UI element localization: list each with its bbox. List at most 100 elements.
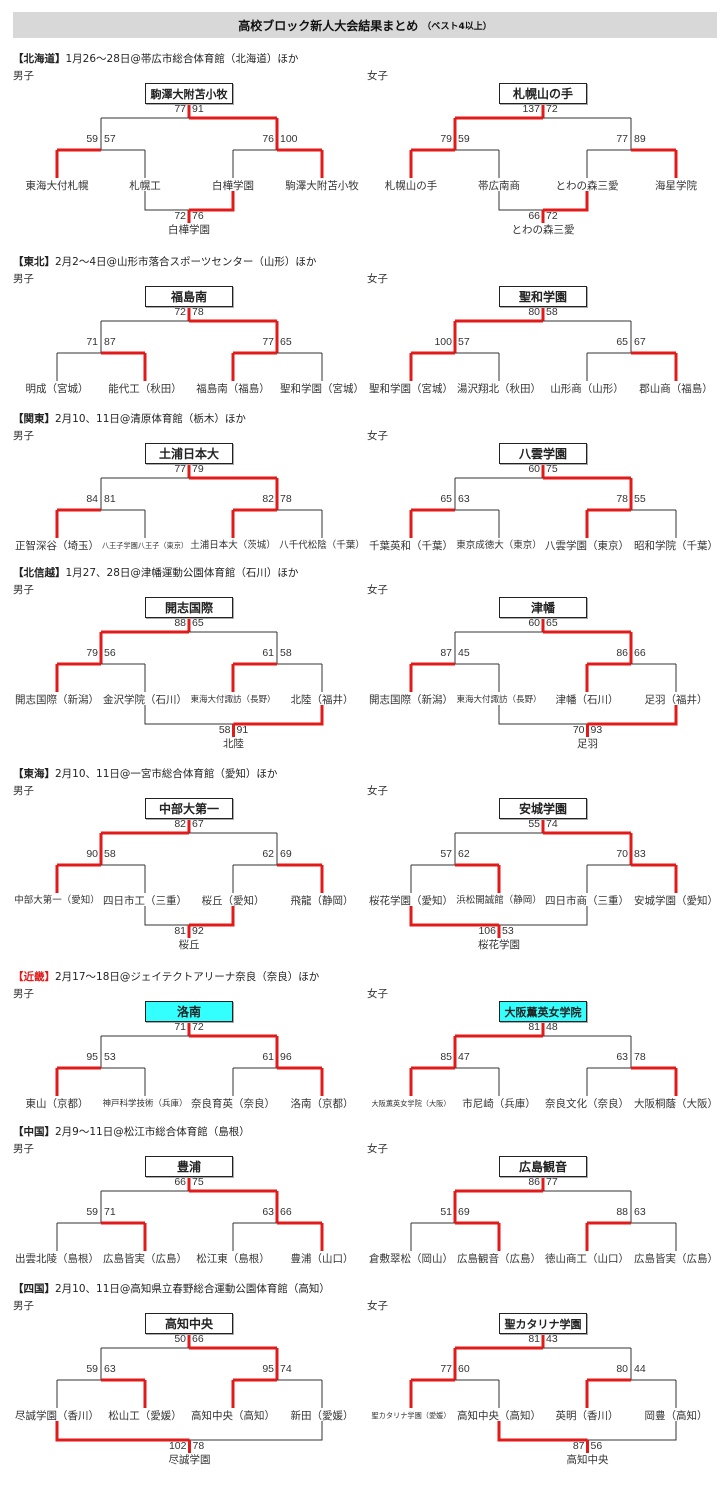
men-final-score-left: 71 xyxy=(174,1021,186,1033)
women-semi-score-left: 63 xyxy=(616,1051,628,1063)
team-name: 東山（京都） xyxy=(25,1098,89,1110)
team-name: 郡山商（福島） xyxy=(639,383,713,395)
women-semi-score-right: 45 xyxy=(458,647,470,659)
men-semi-score-right: 87 xyxy=(104,336,116,348)
men-semi-score-right: 69 xyxy=(280,848,292,860)
third-branch-right xyxy=(543,191,589,212)
women-label: 女子 xyxy=(367,430,388,442)
team-name: 英明（香川） xyxy=(555,1410,619,1422)
men-third-place-winner: 尽誠学園 xyxy=(168,1454,211,1466)
men-label: 男子 xyxy=(13,273,34,285)
women-third-score-right: 53 xyxy=(502,925,514,937)
women-champion-box: 聖和学園 xyxy=(499,286,587,307)
men-label: 男子 xyxy=(13,70,34,82)
men-label: 男子 xyxy=(13,1300,34,1312)
men-third-score-right: 92 xyxy=(192,925,204,937)
third-branch-right xyxy=(499,906,588,926)
region-label: 【関東】 xyxy=(13,413,55,425)
team-name: 尽誠学園（香川） xyxy=(15,1410,99,1422)
women-semi-score-right: 60 xyxy=(458,1363,470,1375)
women-semi-score-right: 78 xyxy=(634,1051,646,1063)
team-name: 土浦日本大（茨城） xyxy=(190,540,276,551)
page-subtitle: （ベスト4以上） xyxy=(422,21,492,32)
team-name: 浜松開誠館（静岡） xyxy=(456,895,542,906)
men-semi-score-right: 71 xyxy=(104,1206,116,1218)
men-semi-score-right: 100 xyxy=(280,133,298,145)
women-semi-score-left: 77 xyxy=(616,133,628,145)
women-third-score-left: 70 xyxy=(572,724,585,736)
team-name: 徳山商工（山口） xyxy=(545,1253,629,1265)
men-third-score-left: 58 xyxy=(218,724,231,736)
men-semi-score-left: 82 xyxy=(262,493,274,505)
team-name: 大阪薫英女学院（大阪） xyxy=(371,1099,451,1108)
team-name: 松江東（島根） xyxy=(196,1253,270,1265)
women-final-score-left: 60 xyxy=(528,617,540,629)
men-third-score-left: 81 xyxy=(174,925,186,937)
women-third-score-left: 66 xyxy=(528,210,540,222)
third-branch-right xyxy=(587,1421,677,1441)
men-semi-score-right: 56 xyxy=(104,647,116,659)
region-details: 2月9～11日@松江市総合体育館（島根） xyxy=(55,1126,250,1138)
women-semi-score-left: 100 xyxy=(434,336,452,348)
team-name: とわの森三愛 xyxy=(555,180,619,192)
men-semi-score-left: 61 xyxy=(262,647,274,659)
team-name: 北陸（福井） xyxy=(290,694,354,706)
men-final-score-right: 65 xyxy=(192,617,204,629)
women-semi-score-right: 83 xyxy=(634,848,646,860)
women-semi-score-right: 44 xyxy=(634,1363,646,1375)
women-champion-box: 安城学園 xyxy=(499,798,587,819)
women-final-score-right: 43 xyxy=(546,1333,558,1345)
men-semi-score-right: 78 xyxy=(280,493,292,505)
men-label: 男子 xyxy=(13,988,34,1000)
men-third-place-winner: 桜丘 xyxy=(178,939,200,951)
region-details: 2月10、11日@高知県立春野総合運動公園体育館（高知） xyxy=(55,1283,330,1295)
third-branch-left xyxy=(144,705,234,725)
women-final-score-right: 72 xyxy=(546,103,558,115)
women-semi-score-left: 65 xyxy=(440,493,452,505)
region-details: 2月10、11日@清原体育館（栃木）ほか xyxy=(55,413,246,425)
team-name: 四日市商（三重） xyxy=(545,895,629,907)
women-final-score-left: 86 xyxy=(528,1176,540,1188)
men-semi-score-left: 95 xyxy=(86,1051,98,1063)
men-semi-score-right: 63 xyxy=(104,1363,116,1375)
women-semi-score-left: 80 xyxy=(616,1363,628,1375)
third-branch-left xyxy=(144,191,189,211)
team-name: 東京成徳大（東京） xyxy=(456,540,542,551)
women-semi-score-right: 67 xyxy=(634,336,646,348)
team-name: 八千代松陰（千葉） xyxy=(279,540,365,551)
men-semi-score-right: 96 xyxy=(280,1051,292,1063)
women-final-score-right: 48 xyxy=(546,1021,558,1033)
third-branch-left xyxy=(498,705,588,725)
team-name: 福島南（福島） xyxy=(196,383,270,395)
women-semi-score-left: 57 xyxy=(440,848,452,860)
page-title: 高校ブロック新人大会結果まとめ xyxy=(238,18,419,33)
third-branch-right xyxy=(587,705,678,726)
men-champion-box: 高知中央 xyxy=(145,1313,233,1334)
team-name: 明成（宮城） xyxy=(25,383,89,395)
team-name: 豊浦（山口） xyxy=(290,1253,354,1265)
men-semi-score-right: 58 xyxy=(280,647,292,659)
men-champion-box: 駒澤大附苫小牧 xyxy=(145,83,233,104)
women-final-score-right: 74 xyxy=(546,818,558,830)
men-label: 男子 xyxy=(13,785,34,797)
women-third-score-right: 72 xyxy=(546,210,558,222)
men-semi-score-right: 74 xyxy=(280,1363,292,1375)
team-name: 開志国際（新潟） xyxy=(369,694,453,706)
men-final-score-left: 50 xyxy=(174,1333,186,1345)
third-branch-left xyxy=(498,191,543,211)
women-semi-score-left: 70 xyxy=(616,848,628,860)
women-third-place-winner: 高知中央 xyxy=(566,1454,609,1466)
men-final-score-right: 72 xyxy=(192,1021,204,1033)
team-name: 正智深谷（埼玉） xyxy=(15,540,99,552)
men-final-score-right: 78 xyxy=(192,306,204,318)
women-semi-score-right: 66 xyxy=(634,647,646,659)
team-name: 広島皆実（広島） xyxy=(634,1253,718,1265)
